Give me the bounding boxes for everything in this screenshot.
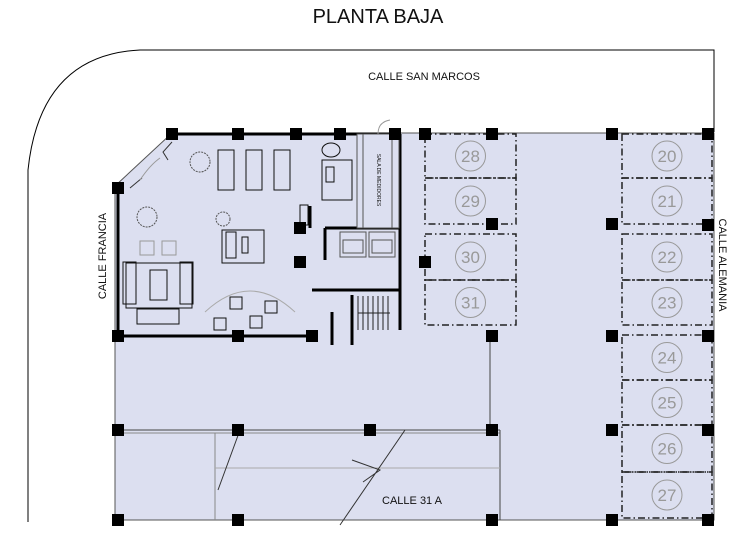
parking-number: 22 <box>658 248 677 267</box>
parking-number: 25 <box>658 394 677 413</box>
structural-column <box>419 128 431 140</box>
parking-number: 29 <box>461 192 480 211</box>
furniture <box>122 142 353 331</box>
entrance-door[interactable] <box>129 141 173 189</box>
street-label-left: CALLE FRANCIA <box>97 212 109 299</box>
street-label-right: CALLE ALEMANIA <box>716 219 728 313</box>
structural-column <box>606 218 618 230</box>
structural-column <box>486 424 498 436</box>
structural-column <box>486 330 498 342</box>
parking-number-circle <box>455 287 486 318</box>
parking-space: 26 <box>621 424 713 473</box>
parking-number-circle <box>651 140 683 172</box>
parking-outline <box>621 424 713 473</box>
structural-column <box>166 128 178 140</box>
parking-number-circle <box>651 433 683 464</box>
structural-column <box>606 330 618 342</box>
parking-outline <box>621 471 713 519</box>
parking-number-circle <box>651 287 683 318</box>
parking-number-circle <box>651 342 683 373</box>
parking-space: 27 <box>621 471 713 519</box>
parking-number: 27 <box>658 486 677 505</box>
street-label-bottom: CALLE 31 A <box>382 495 443 507</box>
structural-column <box>702 424 714 436</box>
structural-column <box>486 514 498 526</box>
structural-column <box>702 128 714 140</box>
parking-number-circle <box>651 241 683 273</box>
structural-column <box>606 514 618 526</box>
parking-number: 31 <box>461 294 480 313</box>
structural-column <box>389 128 401 140</box>
structural-column <box>334 128 346 140</box>
structure-lines <box>115 335 501 526</box>
parking-number-circle <box>651 479 683 511</box>
structural-column <box>112 424 124 436</box>
structural-column <box>702 514 714 526</box>
street-label-top: CALLE SAN MARCOS <box>368 71 480 83</box>
structural-column <box>112 182 124 194</box>
parking-space: 23 <box>621 279 713 326</box>
lot-boundary <box>27 49 715 522</box>
building-floor <box>114 132 715 521</box>
stairs <box>357 296 390 330</box>
parking-number: 21 <box>658 192 677 211</box>
parking-outline <box>424 177 517 225</box>
structural-column <box>606 128 618 140</box>
structural-column <box>232 514 244 526</box>
meter-room: SALA DE MEDIDORES <box>356 119 400 229</box>
columns <box>112 128 714 526</box>
parking-number-circle <box>651 387 683 418</box>
parking-space: 21 <box>621 177 713 225</box>
structural-column <box>702 330 714 342</box>
parking-number-circle <box>455 241 486 273</box>
elevators <box>339 231 396 258</box>
plan-title: PLANTA BAJA <box>313 6 444 28</box>
structural-column <box>306 330 318 342</box>
parking-number-circle <box>455 140 486 172</box>
parking-outline <box>621 279 713 326</box>
structural-column <box>364 424 376 436</box>
parking-spaces: 28 29 30 31 20 21 22 23 24 25 26 27 <box>424 133 713 519</box>
parking-number-circle <box>651 185 683 217</box>
structural-column <box>232 330 244 342</box>
structural-column <box>294 222 306 234</box>
parking-number: 30 <box>461 248 480 267</box>
parking-number: 24 <box>658 349 677 368</box>
parking-number: 28 <box>461 147 480 166</box>
parking-number: 26 <box>658 440 677 459</box>
meter-room-label: SALA DE MEDIDORES <box>375 154 381 207</box>
plants <box>136 151 231 228</box>
structural-column <box>606 424 618 436</box>
parking-outline <box>621 177 713 225</box>
parking-outline <box>424 279 517 326</box>
parking-space: 29 <box>424 177 517 225</box>
structural-column <box>486 218 498 230</box>
structural-column <box>232 424 244 436</box>
structural-column <box>290 128 302 140</box>
structural-column <box>702 219 714 231</box>
structural-column <box>112 330 124 342</box>
structural-column <box>294 256 306 268</box>
parking-number: 23 <box>658 294 677 313</box>
structural-column <box>486 128 498 140</box>
structural-column <box>419 256 431 268</box>
structural-column <box>112 514 124 526</box>
parking-number-circle <box>455 185 486 217</box>
parking-number: 20 <box>658 147 677 166</box>
structural-column <box>232 128 244 140</box>
parking-space: 31 <box>424 279 517 326</box>
